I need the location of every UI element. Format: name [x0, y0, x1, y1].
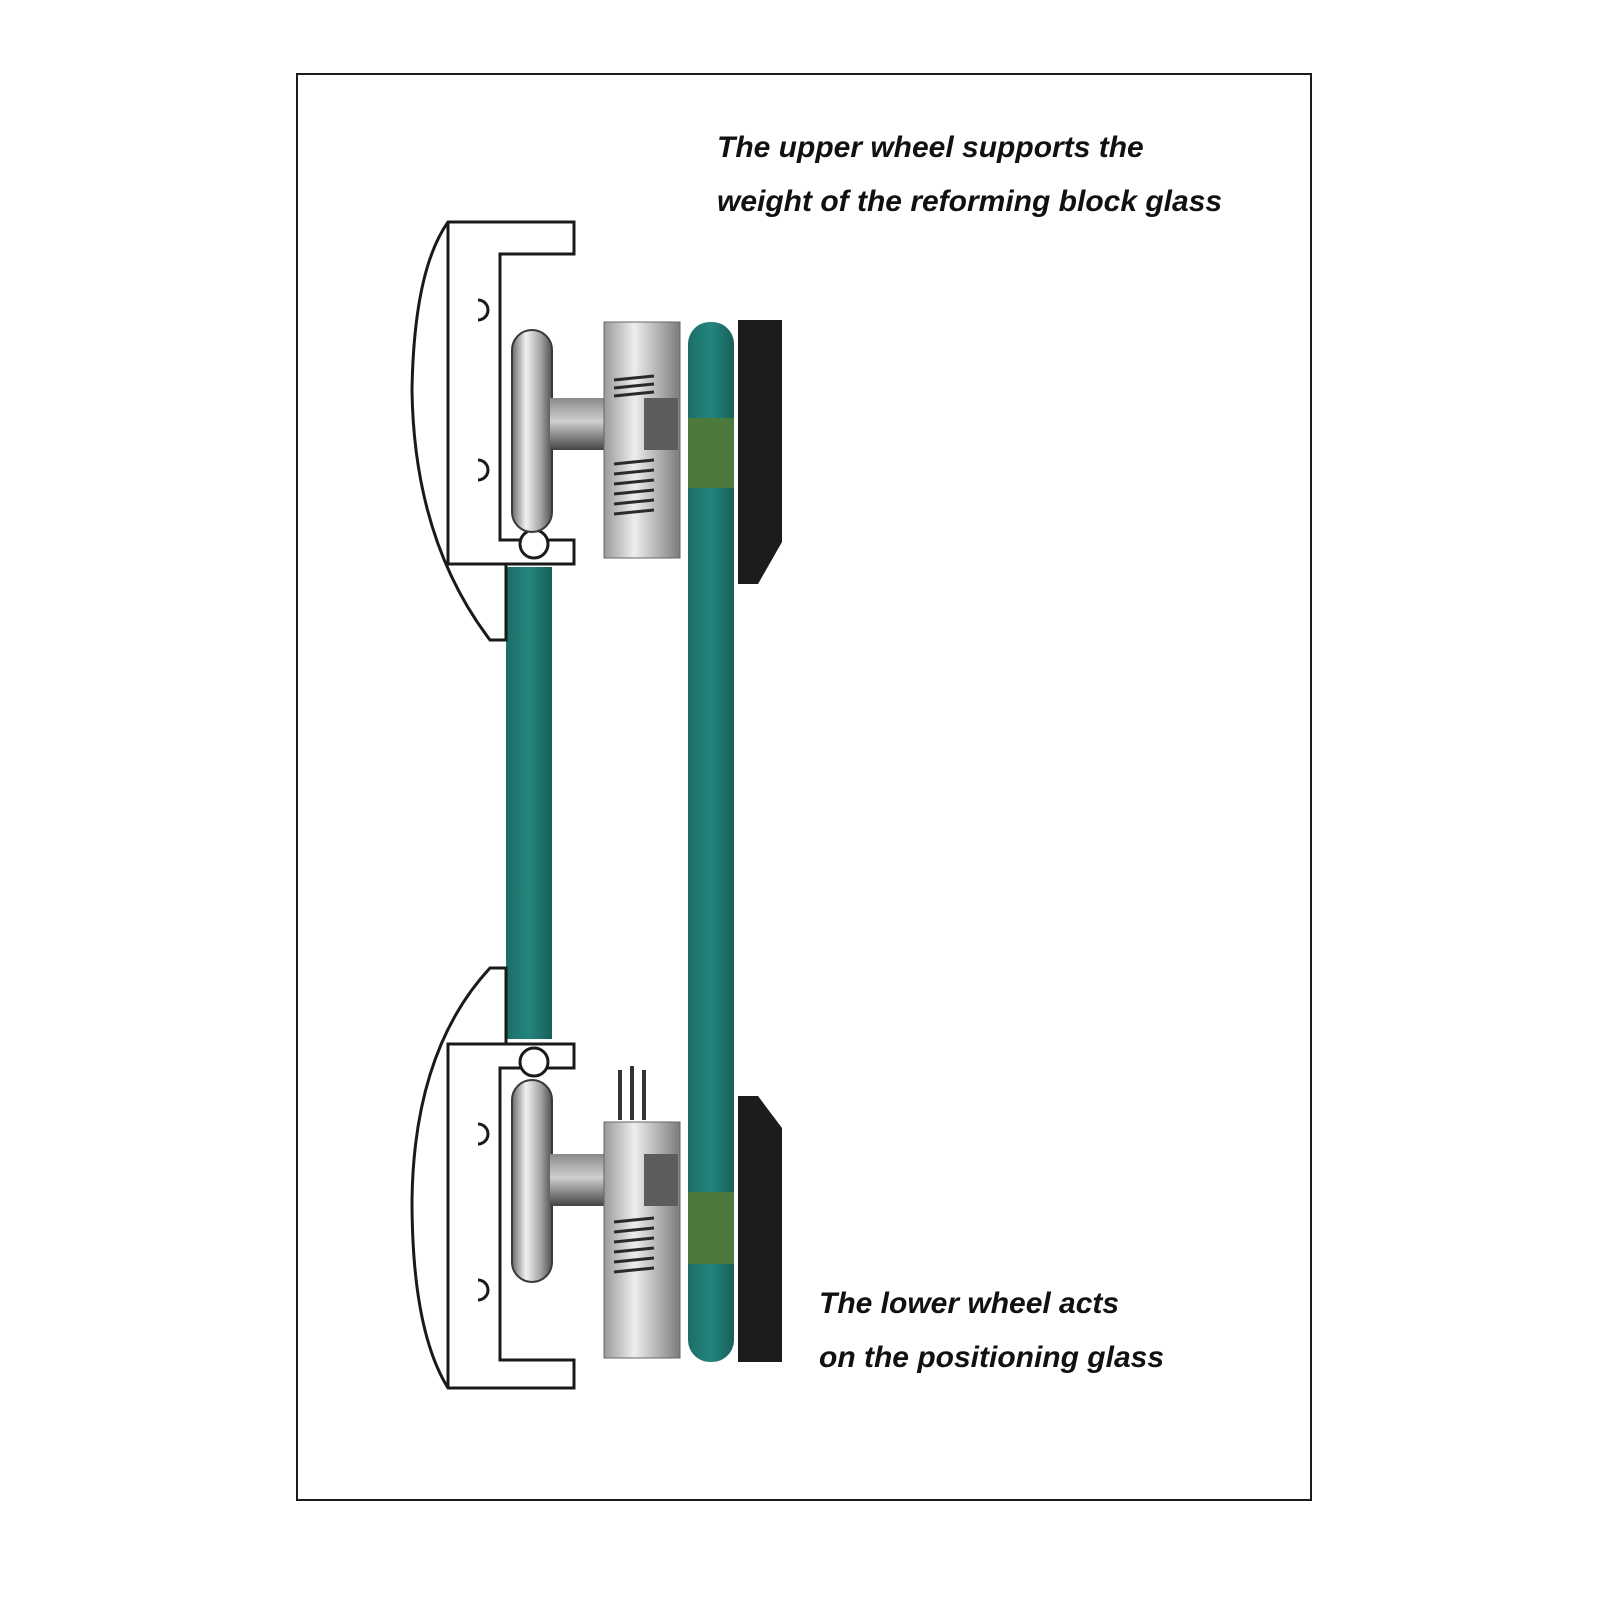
upper-caption-line2: weight of the reforming block glass	[717, 185, 1223, 218]
upper-caption-line1: The upper wheel supports the	[717, 131, 1144, 164]
lower-caption-line2: on the positioning glass	[819, 1341, 1164, 1374]
lower-roller	[511, 1079, 553, 1283]
upper-gasket	[738, 320, 782, 584]
lower-contact-band	[688, 1192, 734, 1264]
upper-wheel-assembly	[410, 220, 681, 642]
upper-spring-top	[613, 374, 655, 398]
lower-wheel	[518, 1046, 550, 1078]
lower-frame-profile	[410, 966, 576, 1390]
upper-wheel-caption: The upper wheel supports the weight of t…	[717, 121, 1222, 229]
right-glass-panel	[688, 322, 734, 1362]
lower-pins	[618, 1066, 646, 1120]
upper-contact-band	[688, 418, 734, 488]
upper-spring-bottom	[613, 458, 655, 516]
lower-caption-line1: The lower wheel acts	[819, 1287, 1120, 1320]
lower-wheel-caption: The lower wheel acts on the positioning …	[819, 1277, 1164, 1385]
upper-frame-profile	[410, 220, 576, 642]
left-glass-panel	[506, 567, 552, 1039]
upper-wheel	[518, 528, 550, 560]
lower-gasket	[738, 1096, 782, 1362]
lower-wheel-assembly	[410, 966, 681, 1390]
upper-roller	[511, 329, 553, 533]
lower-spring	[613, 1216, 655, 1274]
